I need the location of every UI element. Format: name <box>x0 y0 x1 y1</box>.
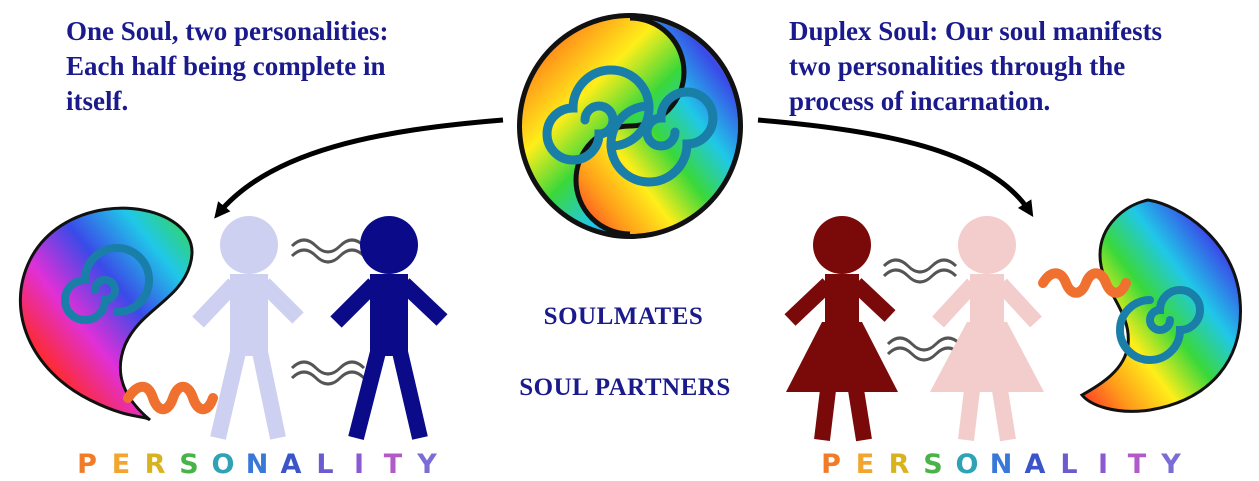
caption-right-line: process of incarnation. <box>789 86 1051 116</box>
personality-letter: S <box>179 449 199 480</box>
squiggle-left-icon <box>123 381 218 415</box>
personality-letter: T <box>383 449 403 480</box>
personality-letter: P <box>821 449 841 480</box>
figure-light-pink-icon <box>930 216 1044 442</box>
personality-letter: O <box>955 449 979 480</box>
personality-letter: A <box>280 449 302 480</box>
personality-letter: S <box>923 449 943 480</box>
personality-letter: A <box>1024 449 1046 480</box>
caption-right-line: Duplex Soul: Our soul manifests <box>789 16 1163 46</box>
caption-right-line: two personalities through the <box>789 51 1126 81</box>
personality-letter: N <box>245 449 269 480</box>
personality-letter: R <box>144 449 166 480</box>
caption-left: One Soul, two personalities: Each half b… <box>66 14 456 119</box>
personality-letter: P <box>77 449 97 480</box>
personality-letter: E <box>855 449 875 480</box>
personality-letter: I <box>353 449 365 480</box>
figure-navy-icon <box>330 216 448 440</box>
arrow-left <box>214 117 504 219</box>
caption-left-line: Each half being complete in <box>66 51 386 81</box>
personality-letter: L <box>316 449 334 480</box>
vibration-wave-icon <box>290 238 962 386</box>
personality-letter: Y <box>417 449 437 480</box>
caption-left-line: itself. <box>66 86 129 116</box>
personality-letter: N <box>989 449 1013 480</box>
personality-letter: O <box>211 449 235 480</box>
left-soul-half-icon <box>18 206 194 422</box>
caption-left-line: One Soul, two personalities: <box>66 16 389 46</box>
personality-letter: E <box>111 449 131 480</box>
personality-letter: L <box>1060 449 1078 480</box>
personality-letter: I <box>1097 449 1109 480</box>
squiggle-right-icon <box>1038 268 1131 298</box>
soul-yin-yang-icon <box>517 13 743 239</box>
personality-letter: R <box>888 449 910 480</box>
figure-light-blue-icon <box>192 216 304 440</box>
soul-partners-label: SOUL PARTNERS <box>519 374 731 401</box>
personality-letter: Y <box>1161 449 1181 480</box>
arrow-right <box>757 117 1034 218</box>
personality-letter: T <box>1127 449 1147 480</box>
caption-right: Duplex Soul: Our soul manifests two pers… <box>789 14 1249 119</box>
right-soul-half-icon <box>1079 198 1242 413</box>
figure-maroon-icon <box>784 216 898 442</box>
soulmates-label: SOULMATES <box>543 303 704 330</box>
